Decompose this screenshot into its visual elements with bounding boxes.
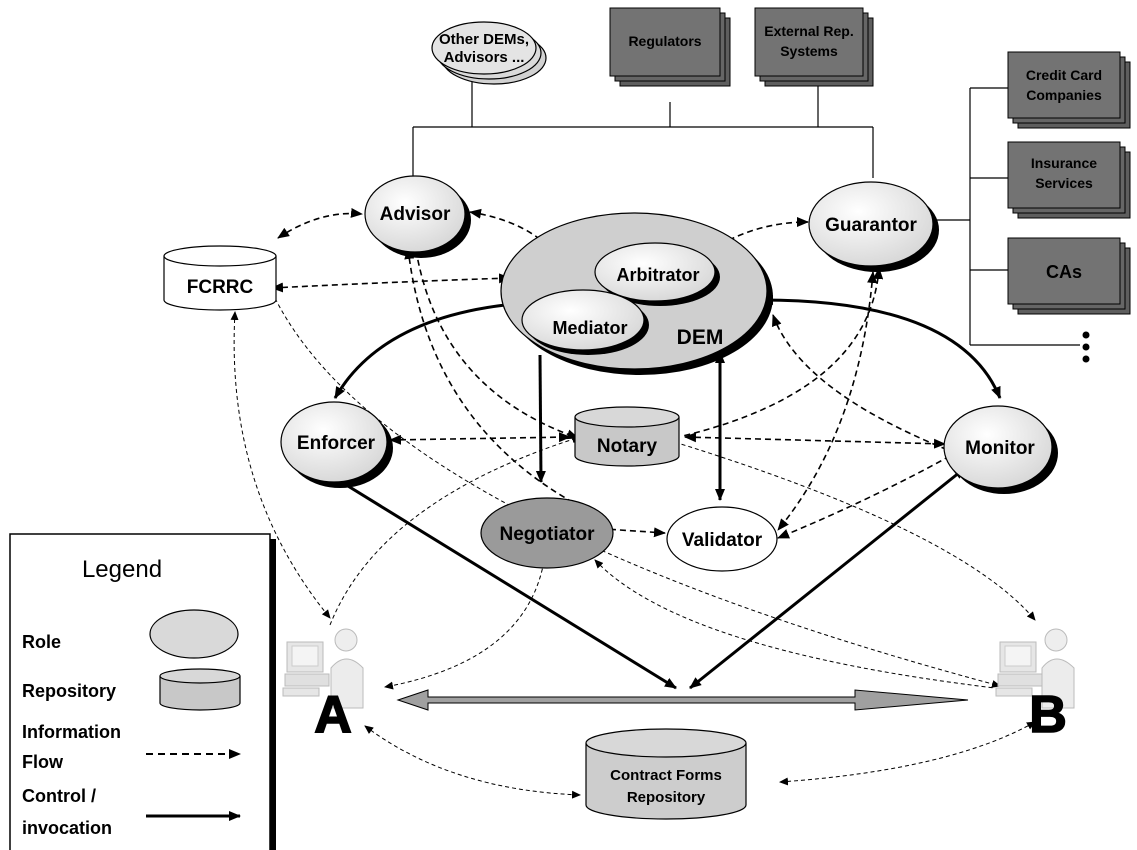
regulators-label: Regulators — [628, 33, 701, 49]
control-invocation-arrows — [333, 295, 1002, 690]
fcrrc-label: FCRRC — [187, 277, 254, 298]
advisor-label: Advisor — [380, 204, 451, 225]
external-rep-label-1: External Rep. — [764, 23, 853, 39]
mediator-label: Mediator — [552, 318, 627, 338]
dem-label: DEM — [677, 326, 724, 349]
more-entities-ellipsis — [1082, 331, 1090, 363]
negotiator-role: Negotiator — [480, 497, 614, 569]
insurance-label-2: Services — [1035, 175, 1093, 191]
advisor-role: Advisor — [364, 175, 471, 258]
contract-forms-label-1: Contract Forms — [610, 767, 722, 784]
fcrrc-repository: FCRRC — [163, 245, 277, 311]
contract-forms-repository: Contract Forms Repository — [585, 728, 747, 820]
party-interaction-arrow — [396, 689, 969, 711]
credit-card-companies-node: Credit Card Companies — [1007, 51, 1131, 129]
other-dems-label-2: Advisors ... — [444, 49, 525, 66]
legend: Legend Role Repository Information Flow … — [9, 533, 276, 850]
credit-card-label-2: Companies — [1026, 87, 1102, 103]
regulators-node: Regulators — [609, 7, 731, 87]
notary-repository: Notary — [574, 406, 680, 467]
legend-role-symbol — [149, 609, 239, 659]
insurance-services-node: Insurance Services — [1007, 141, 1131, 219]
arbitrator-label: Arbitrator — [616, 265, 699, 285]
dem-role: Arbitrator Mediator DEM — [500, 212, 773, 375]
cas-node: CAs — [1007, 237, 1131, 315]
validator-role: Validator — [666, 506, 778, 572]
enforcer-role: Enforcer — [280, 401, 393, 488]
contract-forms-label-2: Repository — [627, 789, 706, 806]
party-a-label: A — [314, 686, 352, 744]
legend-title: Legend — [82, 556, 162, 583]
external-rep-label-2: Systems — [780, 43, 838, 59]
party-b-label: B — [1029, 686, 1067, 744]
negotiator-label: Negotiator — [500, 524, 596, 545]
notary-label: Notary — [597, 436, 658, 457]
monitor-label: Monitor — [965, 438, 1035, 459]
cas-label: CAs — [1046, 262, 1082, 282]
other-dems-label-1: Other DEMs, — [439, 31, 529, 48]
external-rep-systems-node: External Rep. Systems — [754, 7, 874, 87]
guarantor-role: Guarantor — [808, 181, 939, 272]
legend-control-label-2: invocation — [22, 818, 112, 838]
party-a-user-icon: A — [282, 628, 364, 745]
credit-card-label-1: Credit Card — [1026, 67, 1102, 83]
legend-information-flow-label-1: Information — [22, 722, 121, 742]
insurance-label-1: Insurance — [1031, 155, 1097, 171]
legend-repository-symbol — [159, 668, 241, 711]
guarantor-label: Guarantor — [825, 215, 917, 236]
legend-information-flow-label-2: Flow — [22, 752, 64, 772]
validator-label: Validator — [682, 530, 763, 551]
legend-control-label-1: Control / — [22, 786, 96, 806]
legend-role-label: Role — [22, 632, 61, 652]
other-dems-node: Other DEMs, Advisors ... — [431, 21, 547, 85]
monitor-role: Monitor — [943, 405, 1058, 494]
party-b-user-icon: B — [995, 628, 1075, 745]
enforcer-label: Enforcer — [297, 433, 376, 454]
legend-repository-label: Repository — [22, 681, 116, 701]
